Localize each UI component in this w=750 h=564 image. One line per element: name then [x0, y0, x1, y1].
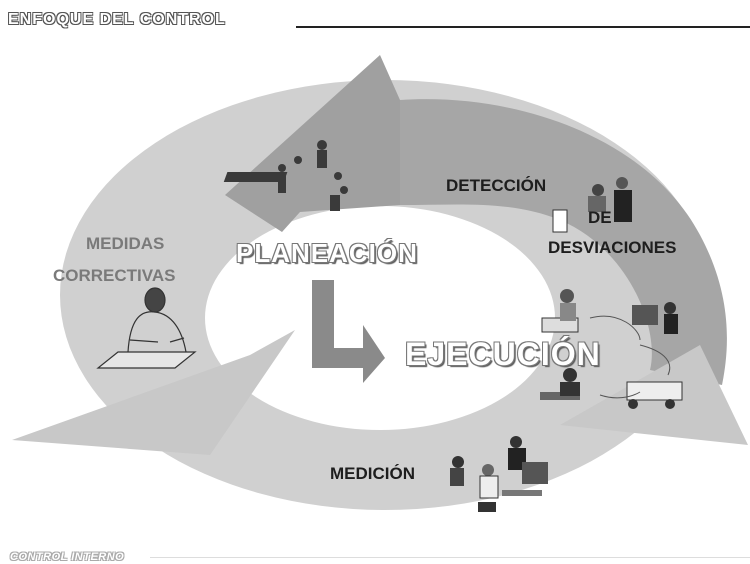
measurement-label: MEDICIÓN — [330, 464, 415, 483]
header-title: ENFOQUE DEL CONTROL — [8, 11, 226, 28]
footer-text: CONTROL INTERNO — [10, 551, 125, 563]
detection-clipart — [552, 177, 632, 233]
detection-label-line2: DE — [588, 208, 612, 227]
planning-label: PLANEACIÓN — [236, 238, 418, 268]
measurement-clipart — [450, 436, 548, 512]
detection-label-line3: DESVIACIONES — [548, 238, 677, 257]
header-rule — [296, 26, 750, 28]
planning-arrow — [225, 55, 400, 232]
detection-label-line1: DETECCIÓN — [446, 176, 547, 195]
execution-label: EJECUCIÓN — [405, 336, 601, 372]
correction-clipart — [96, 287, 197, 369]
execution-clipart — [540, 289, 683, 409]
lower-left-arrow — [12, 330, 295, 455]
corrective-label-line1: MEDIDAS — [86, 234, 165, 253]
meeting-clipart — [223, 140, 348, 211]
planning-to-execution-arrow — [312, 280, 385, 383]
footer-rule — [150, 557, 750, 558]
corrective-label-line2: CORRECTIVAS — [53, 266, 176, 285]
